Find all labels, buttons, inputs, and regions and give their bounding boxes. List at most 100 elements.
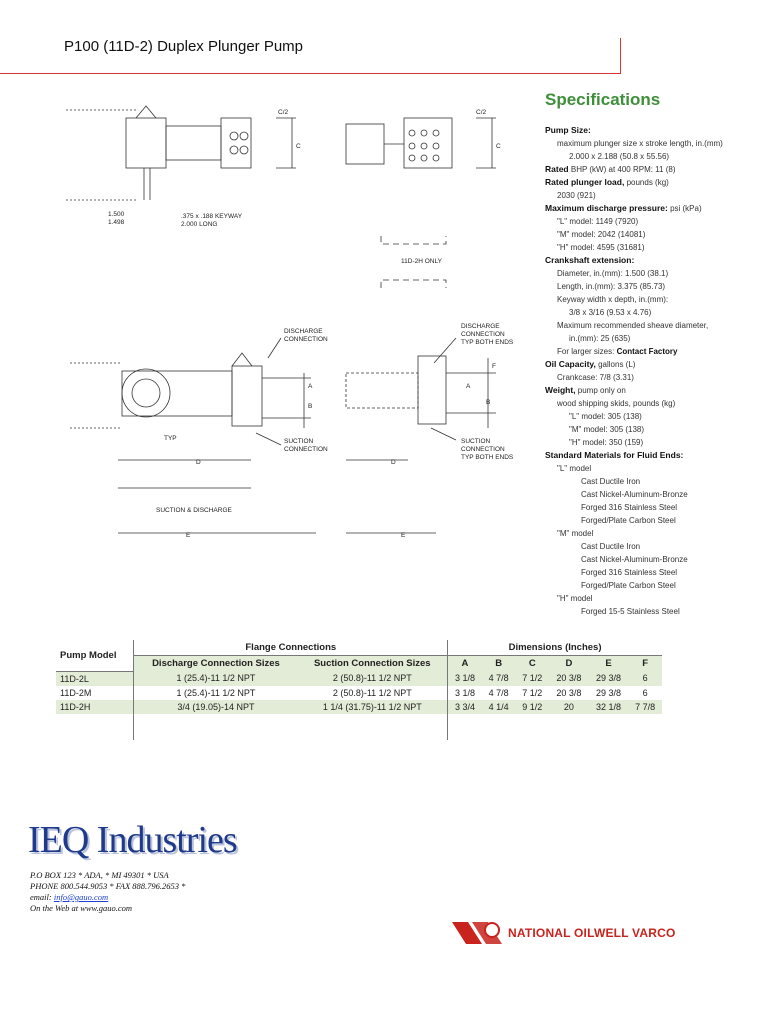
label-d-right: D — [391, 459, 396, 466]
table-row: 11D-2H 3/4 (19.05)-14 NPT 1 1/4 (31.75)-… — [56, 699, 662, 714]
label-b-left: B — [308, 403, 312, 410]
email-label: email: — [30, 892, 54, 902]
top-right-view — [345, 117, 496, 169]
rated-value: BHP (kW) at 400 RPM: 11 (8) — [570, 165, 676, 174]
crankshaft-length: Length, in.(mm): 3.375 (85.73) — [557, 282, 666, 291]
label-discharge-right-1: DISCHARGE — [461, 323, 500, 330]
label-c2-left: C/2 — [278, 109, 289, 116]
material-item: Cast Nickel-Aluminum-Bronze — [581, 490, 688, 499]
cell-dim-b: 4 7/8 — [488, 687, 509, 698]
cell-suction: 2 (50.8)-11 1/2 NPT — [297, 671, 448, 686]
larger-sizes-label: For larger sizes: — [557, 347, 615, 356]
label-suction-right-3: TYP BOTH ENDS — [461, 454, 514, 461]
cell-dim-c: 7 1/2 — [522, 687, 543, 698]
materials-h-model: "H" model — [557, 594, 593, 603]
phone-fax: PHONE 800.544.9053 * FAX 888.796.2653 * — [30, 881, 186, 891]
material-item: Cast Ductile Iron — [581, 477, 641, 486]
crankshaft-label: Crankshaft extension: — [545, 255, 635, 265]
plunger-load-row: Rated plunger load, pounds (kg) — [545, 176, 760, 189]
cell-dim-c: 9 1/2 — [515, 699, 550, 714]
label-discharge-right-2: CONNECTION — [461, 331, 505, 338]
label-suction-left-1: SUCTION — [284, 438, 314, 445]
cell-model: 11D-2L — [56, 671, 134, 686]
address: P.O BOX 123 * ADA, * MI 49301 * USA — [30, 870, 169, 880]
weight-label: Weight, — [545, 385, 576, 395]
header-col-d: D — [549, 655, 589, 671]
pressure-m-model: "M" model: 2042 (14081) — [557, 230, 646, 239]
oil-label: Oil Capacity, — [545, 359, 596, 369]
header-col-f: F — [628, 655, 662, 671]
max-discharge-unit: psi (kPa) — [670, 204, 702, 213]
table-row: 11D-2L 1 (25.4)-11 1/2 NPT 2 (50.8)-11 1… — [56, 671, 662, 686]
drawing-canvas: .375 x .188 KEYWAY 2.000 LONG 1.500 1.49… — [66, 105, 514, 539]
oil-row: Oil Capacity, gallons (L) — [545, 358, 760, 371]
page-title: P100 (11D-2) Duplex Plunger Pump — [64, 38, 304, 55]
technical-drawings: .375 x .188 KEYWAY 2.000 LONG 1.500 1.49… — [56, 88, 536, 558]
label-discharge-left-2: CONNECTION — [284, 336, 328, 343]
header-pump-model: Pump Model — [56, 640, 134, 672]
max-discharge-label: Maximum discharge pressure: — [545, 203, 668, 213]
oil-unit: gallons (L) — [598, 360, 636, 369]
cell-discharge: 1 (25.4)-11 1/2 NPT — [133, 671, 298, 686]
cell-dim-f: 6 — [642, 687, 648, 698]
material-item: Cast Ductile Iron — [581, 542, 641, 551]
label-discharge-left-1: DISCHARGE — [284, 328, 323, 335]
material-item: Forged 316 Stainless Steel — [581, 568, 678, 577]
label-a-left: A — [308, 383, 313, 390]
pressure-l-model: "L" model: 1149 (7920) — [557, 217, 639, 226]
cell-dim-a: 3 3/4 — [447, 699, 482, 714]
rated-label: Rated — [545, 164, 569, 174]
weight-h-model: "H" model: 350 (159) — [569, 438, 644, 447]
pressure-h-model: "H" model: 4595 (31681) — [557, 243, 645, 252]
pump-size-desc: maximum plunger size x stroke length, in… — [557, 139, 723, 148]
label-b-right: B — [486, 399, 490, 406]
cell-dim-b: 4 1/4 — [481, 699, 516, 714]
material-item: Forged 316 Stainless Steel — [581, 503, 678, 512]
rated-row: Rated BHP (kW) at 400 RPM: 11 (8) — [545, 163, 760, 176]
top-left-view — [66, 105, 296, 201]
label-suction-right-2: CONNECTION — [461, 446, 505, 453]
cell-dim-f: 7 7/8 — [628, 699, 662, 714]
nov-mark-icon — [452, 922, 502, 944]
cell-dim-d: 20 — [549, 699, 589, 714]
materials-l-model: "L" model — [557, 464, 592, 473]
label-shaft-dia-top: 1.500 — [108, 211, 125, 218]
bottom-right-view — [345, 337, 496, 534]
crankcase-value: Crankcase: 7/8 (3.31) — [557, 373, 634, 382]
cell-dim-e: 29 3/8 — [588, 671, 629, 686]
cell-dim-e: 29 3/8 — [595, 687, 622, 698]
header-rule — [0, 73, 620, 74]
cell-dim-d: 20 3/8 — [549, 671, 589, 686]
specifications-title: Specifications — [545, 90, 661, 109]
cell-dim-c: 7 1/2 — [515, 671, 550, 686]
specifications-panel: Specifications Pump Size: maximum plunge… — [545, 90, 760, 618]
label-d-left: D — [196, 459, 201, 466]
label-c-right: C — [496, 143, 501, 150]
header-flange: Flange Connections — [133, 640, 448, 656]
label-a-right: A — [466, 383, 471, 390]
label-only-note: 11D-2H ONLY — [401, 258, 443, 265]
label-f-right: F — [492, 363, 496, 370]
keyway-value: 3/8 x 3/16 (9.53 x 4.76) — [569, 308, 652, 317]
contact-block: P.O BOX 123 * ADA, * MI 49301 * USA PHON… — [30, 870, 185, 914]
weight-m-model: "M" model: 305 (138) — [569, 425, 645, 434]
plunger-load-unit: pounds (kg) — [626, 178, 669, 187]
header-rule-vertical — [620, 38, 621, 74]
cell-suction: 2 (50.8)-11 1/2 NPT — [332, 687, 412, 698]
pump-size-value: 2.000 x 2.188 (50.8 x 55.56) — [569, 152, 670, 161]
header-col-a: A — [447, 655, 482, 671]
header-col-e: E — [588, 655, 629, 671]
header-col-b: B — [481, 655, 516, 671]
cell-discharge: 3/4 (19.05)-14 NPT — [133, 699, 298, 714]
plunger-load-value: 2030 (921) — [557, 191, 596, 200]
cell-dim-d: 20 3/8 — [556, 687, 582, 698]
email-link[interactable]: info@gauo.com — [53, 892, 109, 902]
cell-dim-b: 4 7/8 — [481, 671, 516, 686]
nov-name: NATIONAL OILWELL VARCO — [508, 926, 676, 940]
label-suction-left-2: CONNECTION — [284, 446, 328, 453]
label-keyway-long: 2.000 LONG — [181, 221, 218, 228]
cell-dim-f: 6 — [628, 671, 662, 686]
web-address: On the Web at www.gauo.com — [30, 903, 132, 913]
pump-size-label: Pump Size: — [545, 125, 591, 135]
material-item: Forged 15-5 Stainless Steel — [581, 607, 680, 616]
